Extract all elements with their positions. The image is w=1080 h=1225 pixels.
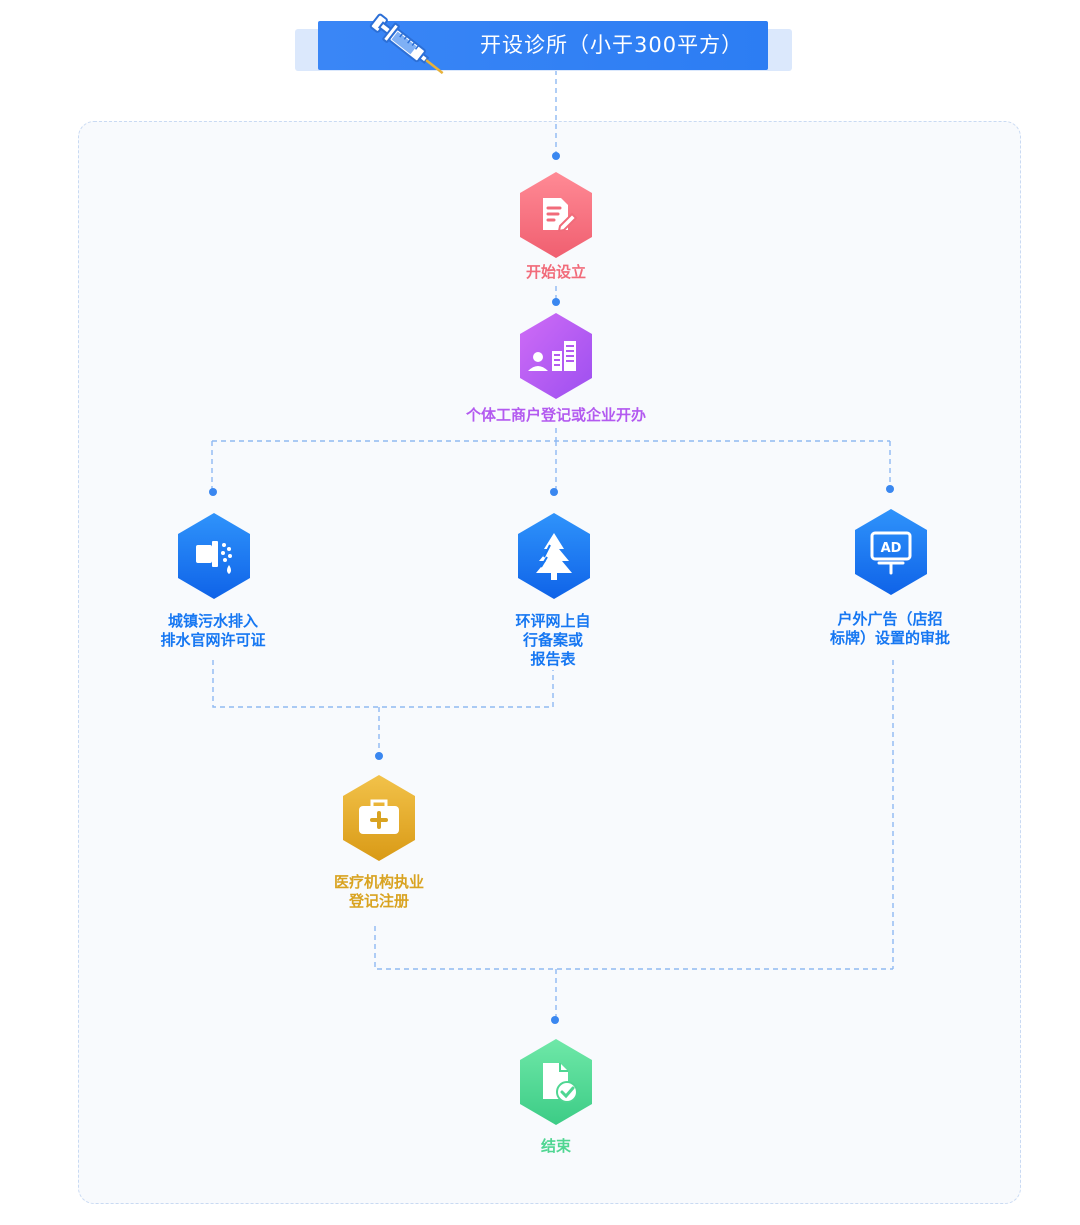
drainage-label: 城镇污水排入 排水官网许可证 <box>160 612 266 649</box>
end-node <box>520 1039 592 1125</box>
drainage-icon <box>196 541 232 574</box>
outdoor-ad-node: AD <box>855 509 927 595</box>
medical-kit-icon <box>359 799 399 834</box>
ad-board-text: AD <box>881 541 902 556</box>
environment-node <box>518 513 590 599</box>
medical-node <box>343 775 415 861</box>
connector-dot <box>550 488 558 496</box>
start-node <box>520 172 592 258</box>
tree-icon <box>536 533 572 580</box>
start-label: 开始设立 <box>525 263 586 281</box>
person-building-icon <box>528 341 576 371</box>
connector-dot <box>209 488 217 496</box>
connector-dot <box>552 298 560 306</box>
page-title: 开设诊所（小于300平方） <box>480 33 744 57</box>
connector-dot <box>551 1016 559 1024</box>
outdoor-ad-label: 户外广告（店招 标牌）设置的审批 <box>829 610 950 647</box>
connector-register-branch <box>211 428 891 489</box>
ad-board-icon: AD <box>870 531 912 575</box>
connector-merge-left <box>212 660 554 753</box>
syringe-icon <box>369 13 444 75</box>
register-label: 个体工商户登记或企业开办 <box>465 406 646 424</box>
document-check-icon <box>543 1063 578 1103</box>
connector-merge-bottom <box>374 926 893 1017</box>
connector-dot <box>552 152 560 160</box>
end-label: 结束 <box>540 1137 571 1155</box>
connector-dot <box>886 485 894 493</box>
medical-label: 医疗机构执业 登记注册 <box>333 873 424 910</box>
title-banner: 开设诊所（小于300平方） <box>318 21 768 70</box>
drainage-node <box>178 513 250 599</box>
environment-label: 环评网上自 行备案或 报告表 <box>515 612 591 668</box>
register-node <box>520 313 592 399</box>
connector-dot <box>375 752 383 760</box>
flow-container <box>78 121 1021 1204</box>
document-pen-icon <box>543 198 578 233</box>
